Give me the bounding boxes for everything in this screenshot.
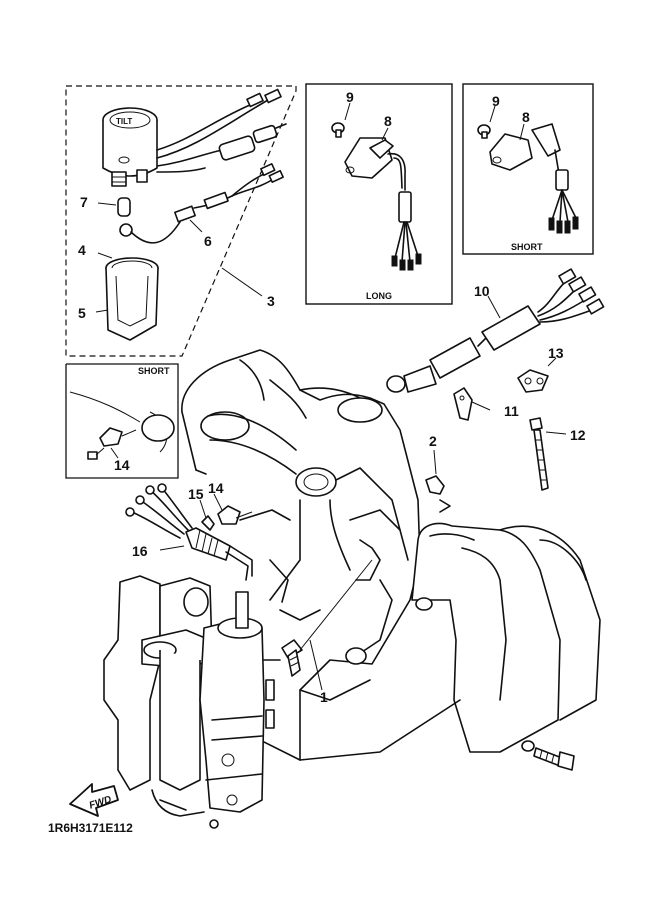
part-1-bolt bbox=[281, 559, 373, 691]
callout-9-short: 9 bbox=[492, 93, 500, 109]
callout-10: 10 bbox=[474, 283, 490, 299]
gauge-wires bbox=[156, 88, 287, 173]
screw-9-long bbox=[331, 102, 351, 138]
part-12-cable-tie bbox=[529, 417, 567, 491]
part-14-15-main bbox=[199, 493, 253, 531]
gauge-face-text: TILT bbox=[116, 117, 132, 126]
stern-bracket bbox=[411, 499, 601, 753]
callout-13: 13 bbox=[548, 345, 564, 361]
short-inset-box-label: SHORT bbox=[138, 366, 170, 376]
callout-15: 15 bbox=[188, 486, 204, 502]
part-11-clamp bbox=[453, 387, 491, 421]
callout-9-long: 9 bbox=[346, 89, 354, 105]
short-top-box-label: SHORT bbox=[511, 242, 543, 252]
bottom-bolt bbox=[521, 740, 575, 771]
bracket-plate bbox=[239, 679, 461, 761]
callout-7: 7 bbox=[80, 194, 88, 210]
screw-9-short bbox=[477, 105, 496, 139]
long-box-label: LONG bbox=[366, 291, 392, 301]
gauge-assembly-box bbox=[65, 85, 297, 357]
callout-3: 3 bbox=[267, 293, 275, 309]
callout-14-main: 14 bbox=[208, 480, 224, 496]
part-code: 1R6H3171E112 bbox=[48, 821, 133, 835]
part-10-harness bbox=[386, 268, 605, 393]
tilt-gauge: TILT bbox=[102, 107, 158, 187]
part-2-grommet bbox=[425, 449, 445, 495]
short-inset-box: SHORT bbox=[65, 363, 179, 479]
callout-12: 12 bbox=[570, 427, 586, 443]
callout-2: 2 bbox=[429, 433, 437, 449]
switch-8-short bbox=[489, 123, 579, 234]
part-6-cable bbox=[119, 163, 284, 244]
part-16-boot bbox=[125, 483, 253, 581]
part-4-5-bracket bbox=[95, 252, 159, 341]
callout-8-short: 8 bbox=[522, 109, 530, 125]
callout-14-inset: 14 bbox=[114, 457, 130, 473]
part-13-clip bbox=[517, 357, 557, 393]
swivel-bracket bbox=[181, 349, 421, 691]
short-switch-box: SHORT bbox=[462, 83, 594, 255]
callout-8-long: 8 bbox=[384, 113, 392, 129]
callout-11: 11 bbox=[504, 403, 519, 419]
fwd-arrow: FWD bbox=[69, 783, 119, 817]
callout-6: 6 bbox=[204, 233, 212, 249]
switch-8-long bbox=[344, 127, 422, 271]
callout-labels: 1 2 3 4 5 6 7 8 8 9 9 10 11 12 13 14 14 … bbox=[78, 89, 586, 705]
callout-16: 16 bbox=[132, 543, 148, 559]
callout-4: 4 bbox=[78, 242, 86, 258]
callout-1: 1 bbox=[320, 689, 328, 705]
callout-5: 5 bbox=[78, 305, 86, 321]
long-switch-box: LONG bbox=[305, 83, 453, 305]
part-7-cap bbox=[97, 197, 131, 217]
power-trim-tilt-unit bbox=[103, 575, 281, 829]
